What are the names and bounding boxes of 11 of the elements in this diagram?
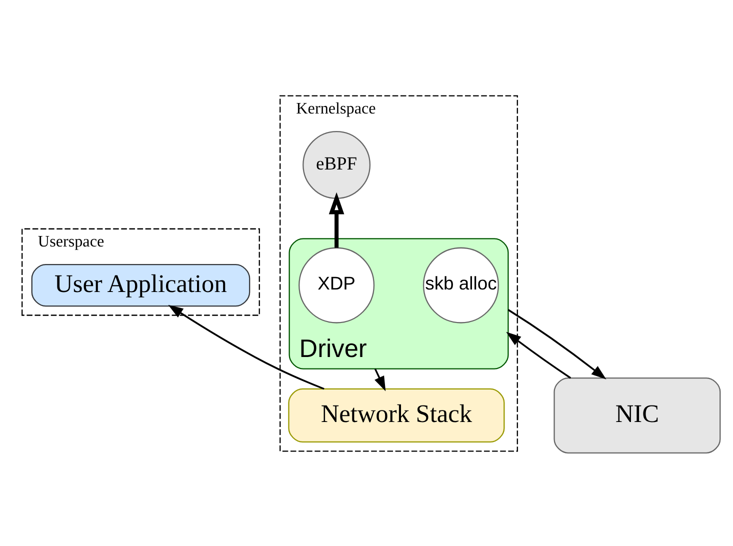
node-circle: skb alloc xyxy=(422,246,499,323)
node-circle: XDP xyxy=(298,246,375,323)
arrow xyxy=(168,304,324,390)
arrow xyxy=(328,192,344,248)
node-box: User Application xyxy=(31,264,250,306)
arrow xyxy=(374,368,386,391)
node-box: NIC xyxy=(554,376,721,453)
arrow xyxy=(506,331,572,378)
node-box: Network Stack xyxy=(288,388,505,442)
arrow xyxy=(508,308,606,379)
node-circle: eBPF xyxy=(302,130,371,198)
